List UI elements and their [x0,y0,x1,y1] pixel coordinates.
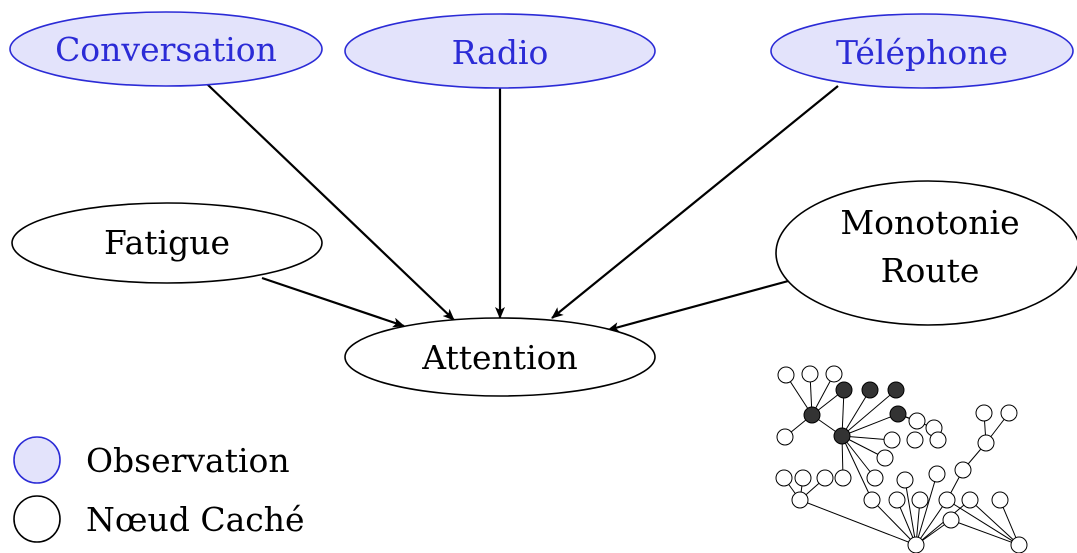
edge-conversation-attention [206,83,455,321]
mini-network-node [775,469,793,487]
node-monotonie-label-line1: Monotonie [840,203,1019,242]
mini-network-node [876,449,894,467]
mini-network-icon [775,365,1028,553]
mini-network-node [863,491,881,509]
legend-observation-swatch [13,436,61,484]
mini-network-edge [841,435,876,479]
mini-network-node [954,461,972,479]
edge-telephone-attention [551,85,839,319]
node-telephone: Téléphone [770,13,1074,89]
mini-network-node [911,491,929,509]
node-conversation-label: Conversation [55,30,277,69]
mini-network-node [791,491,809,509]
legend: Observation Nœud Caché [13,436,305,543]
mini-network-node [1000,404,1018,422]
node-attention-label: Attention [421,338,578,377]
mini-network-edge [871,499,917,546]
mini-network-node [794,469,812,487]
mini-network-edge [969,499,1020,546]
mini-network-node [777,366,795,384]
node-monotonie-label-line2: Route [881,251,980,290]
node-attention: Attention [344,317,656,397]
mini-network-node [977,434,995,452]
mini-network-node [888,491,906,509]
mini-network-edge [841,413,899,437]
mini-network-node [803,406,821,424]
legend-observation-label: Observation [86,441,290,480]
mini-network-edge [841,389,897,437]
mini-network-node [887,381,905,399]
node-radio: Radio [344,13,656,89]
mini-network-node [975,404,993,422]
mini-network-edge [841,435,873,501]
edges [206,83,839,332]
mini-network-node [908,412,926,430]
mini-network-node [801,365,819,383]
mini-network-node [961,491,979,509]
mini-network-node [833,427,851,445]
mini-network-node [938,491,956,509]
node-conversation: Conversation [9,11,323,87]
mini-network-edge [915,499,948,546]
node-fatigue: Fatigue [11,202,323,284]
node-monotonie: Monotonie Route [775,180,1077,326]
mini-network-node [776,428,794,446]
mini-network-node [1010,536,1028,553]
mini-network-node [906,431,924,449]
mini-network-edge [950,519,1020,546]
mini-network-edge [915,473,938,546]
legend-hidden-label: Nœud Caché [86,500,305,539]
mini-network-edge [946,499,1020,546]
mini-network-node [889,405,907,423]
node-fatigue-label: Fatigue [104,223,230,262]
mini-network-node [942,511,960,529]
mini-network-node [929,431,947,449]
mini-network-node [825,365,843,383]
mini-network-edge [904,479,917,546]
mini-network-node [991,491,1009,509]
mini-network-node [861,381,879,399]
mini-network-edge [841,389,871,437]
mini-network-node [866,469,884,487]
mini-network-node [883,431,901,449]
mini-network-node [928,465,946,483]
mini-network-edge [799,499,917,546]
mini-network-node [907,536,925,553]
mini-network-node [834,469,852,487]
node-radio-label: Radio [452,33,549,72]
edge-fatigue-attention [261,276,405,328]
node-telephone-label: Téléphone [836,33,1008,72]
mini-network-node [896,471,914,489]
legend-hidden-swatch [13,495,61,543]
mini-network-node [835,381,853,399]
edge-monotonie-attention [607,278,793,332]
mini-network-node [816,469,834,487]
